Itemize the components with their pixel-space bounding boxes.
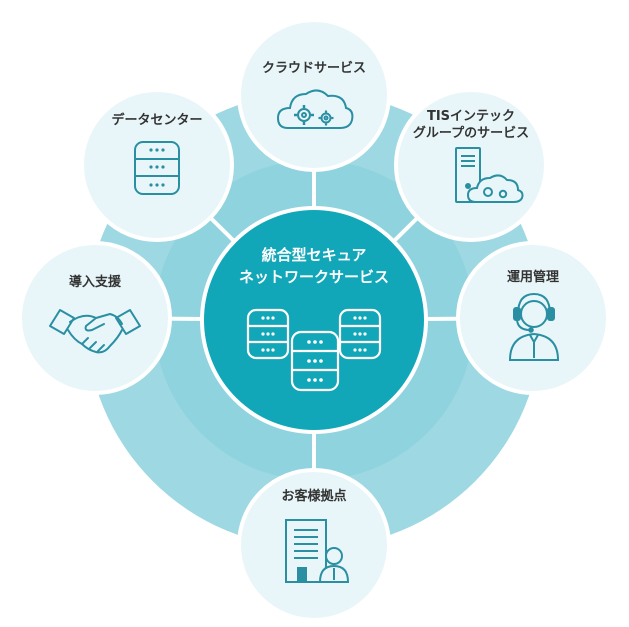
operator-headset-icon [508, 292, 560, 361]
label-operations: 運用管理 [506, 270, 559, 285]
center-title-line2: ネットワークサービス [238, 268, 389, 286]
database-cluster-icon [246, 308, 382, 392]
label-tis-line1: TISインテック [426, 109, 516, 124]
label-support: 導入支援 [68, 275, 121, 290]
office-building-person-icon [285, 519, 350, 583]
label-data-center: データセンター [111, 113, 203, 128]
label-tis-line2: グループのサービス [412, 126, 530, 141]
database-server-icon [134, 141, 180, 195]
label-cloud: クラウドサービス [261, 61, 366, 76]
center-circle [200, 206, 428, 434]
label-tis: TISインテック グループのサービス [401, 108, 541, 142]
center-title: 統合型セキュア ネットワークサービス [214, 244, 414, 288]
server-cloud-icon [455, 147, 524, 203]
handshake-icon [49, 309, 141, 354]
label-customer: お客様拠点 [281, 489, 347, 504]
center-title-line1: 統合型セキュア [261, 246, 367, 264]
cloud-gears-icon [276, 89, 354, 129]
